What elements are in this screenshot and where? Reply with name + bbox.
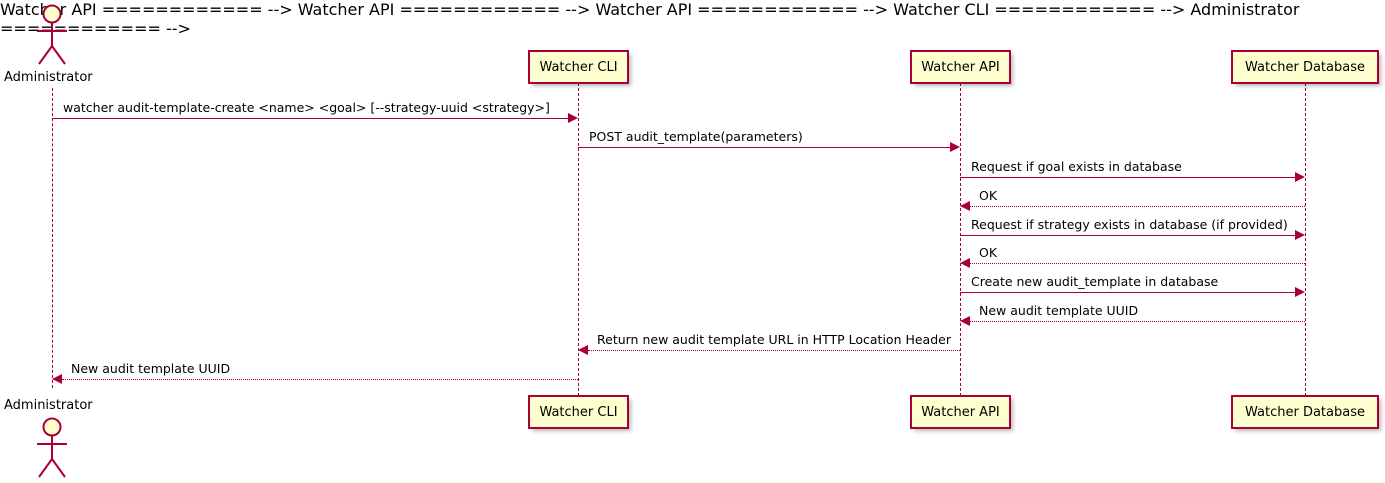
message-label-8: New audit template UUID bbox=[979, 303, 1139, 318]
participant-watcher-api-top[interactable]: Watcher API bbox=[910, 50, 1011, 84]
message-line-1 bbox=[52, 118, 568, 119]
message-line-2 bbox=[578, 147, 950, 148]
participant-watcher-api-bottom[interactable]: Watcher API bbox=[910, 395, 1011, 429]
message-line-10 bbox=[62, 379, 578, 380]
participant-watcher-database-bottom[interactable]: Watcher Database bbox=[1231, 395, 1379, 429]
message-label-4: OK bbox=[979, 188, 998, 203]
message-line-5 bbox=[960, 235, 1295, 236]
message-label-10: New audit template UUID bbox=[71, 361, 231, 376]
message-label-7: Create new audit_template in database bbox=[971, 274, 1219, 289]
message-arrowhead-6 bbox=[960, 258, 970, 268]
message-label-2: POST audit_template(parameters) bbox=[589, 129, 803, 144]
message-arrowhead-3 bbox=[1295, 172, 1305, 182]
lifeline-watcher-database bbox=[1305, 83, 1306, 396]
message-line-4 bbox=[970, 206, 1305, 207]
lifeline-watcher-api bbox=[960, 83, 961, 396]
message-line-6 bbox=[970, 263, 1305, 264]
lifeline-administrator bbox=[52, 88, 53, 388]
actor-administrator-top bbox=[29, 4, 75, 66]
message-line-3 bbox=[960, 177, 1295, 178]
participant-watcher-cli-top[interactable]: Watcher CLI bbox=[528, 50, 629, 84]
participant-watcher-cli-bottom[interactable]: Watcher CLI bbox=[528, 395, 629, 429]
message-label-9: Return new audit template URL in HTTP Lo… bbox=[597, 332, 951, 347]
message-label-6: OK bbox=[979, 245, 998, 260]
message-line-7 bbox=[960, 292, 1295, 293]
actor-administrator-bottom bbox=[29, 417, 75, 479]
lifeline-watcher-cli bbox=[578, 83, 579, 396]
message-arrowhead-8 bbox=[960, 316, 970, 326]
message-arrowhead-2 bbox=[950, 142, 960, 152]
message-line-8 bbox=[970, 321, 1305, 322]
message-label-1: watcher audit-template-create <name> <go… bbox=[63, 100, 550, 115]
message-arrowhead-10 bbox=[52, 374, 62, 384]
message-arrowhead-4 bbox=[960, 201, 970, 211]
message-label-5: Request if strategy exists in database (… bbox=[971, 217, 1288, 232]
message-arrowhead-5 bbox=[1295, 230, 1305, 240]
message-arrowhead-1 bbox=[568, 113, 578, 123]
actor-label-administrator-bottom: Administrator bbox=[4, 398, 93, 413]
message-line-9 bbox=[588, 350, 960, 351]
message-label-3: Request if goal exists in database bbox=[971, 159, 1182, 174]
actor-label-administrator-top: Administrator bbox=[4, 70, 93, 85]
message-arrowhead-7 bbox=[1295, 287, 1305, 297]
message-arrowhead-9 bbox=[578, 345, 588, 355]
participant-watcher-database-top[interactable]: Watcher Database bbox=[1231, 50, 1379, 84]
